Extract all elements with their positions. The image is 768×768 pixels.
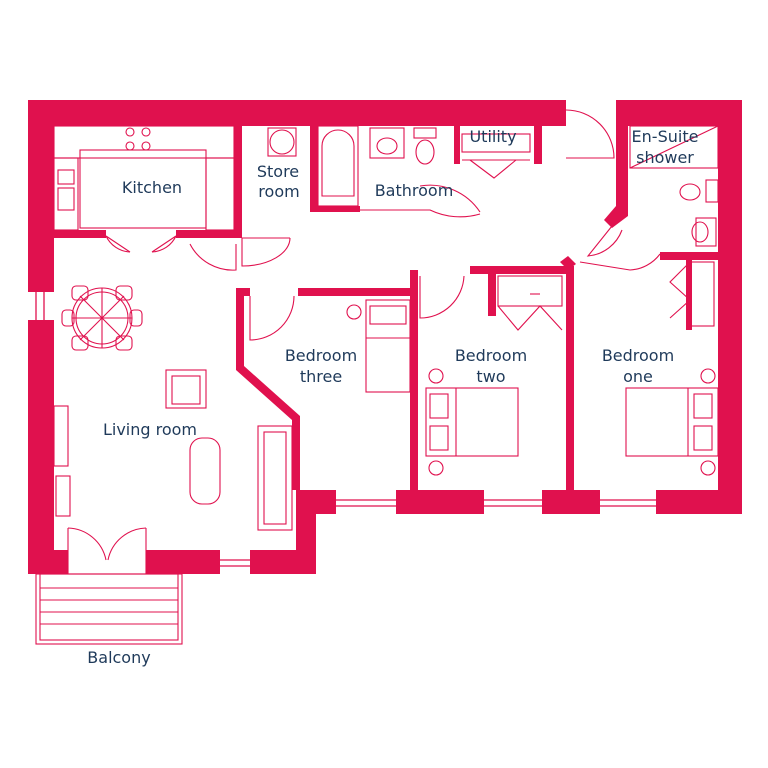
label-kitchen: Kitchen	[122, 178, 182, 197]
wall-left-upper	[28, 100, 54, 292]
wall-bottom-bed2	[396, 490, 484, 514]
interior-walls	[54, 126, 576, 490]
wall-bed3-diag	[236, 288, 300, 490]
label-en-suite-line2: shower	[636, 148, 694, 167]
wall-right	[718, 100, 742, 514]
wall-utility-right	[534, 126, 542, 164]
wall-bed3-top	[298, 288, 416, 296]
wall-bed2-bed1	[566, 266, 574, 490]
wall-bed2-top-right	[470, 266, 566, 274]
label-store-room-line2: room	[258, 182, 299, 201]
label-en-suite-line1: En-Suite	[632, 127, 699, 146]
label-bedroom-three-line2: three	[300, 367, 342, 386]
label-bedroom-three-line1: Bedroom	[285, 346, 357, 365]
label-bedroom-one-line1: Bedroom	[602, 346, 674, 365]
wall-kitchen-store	[234, 126, 242, 238]
wall-bottom-living-left	[28, 550, 68, 574]
wall-kitchen-bottom-right	[176, 230, 242, 238]
wall-bottom-living-mid	[146, 550, 220, 574]
label-bedroom-one-line2: one	[623, 367, 653, 386]
label-store-room-line1: Store	[257, 162, 299, 181]
label-utility: Utility	[469, 127, 516, 146]
wall-ensuite-diag	[604, 206, 628, 228]
label-bedroom-two-line1: Bedroom	[455, 346, 527, 365]
wall-bottom-bed1-left	[542, 490, 600, 514]
wall-bed1-wardrobe-top	[660, 252, 720, 260]
wall-ensuite-left	[616, 100, 628, 216]
wall-bottom-bed1	[656, 490, 742, 514]
wall-bath-bottom	[310, 206, 360, 212]
fixtures	[35, 109, 719, 645]
wall-bed2-wardrobe-left	[488, 272, 496, 316]
room-labels: Kitchen Store room Bathroom Utility En-S…	[87, 127, 698, 667]
wall-kitchen-bottom-left	[54, 230, 106, 238]
wall-bed3-bed2	[410, 270, 418, 490]
label-bedroom-two-line2: two	[476, 367, 505, 386]
label-bathroom: Bathroom	[375, 181, 454, 200]
label-balcony: Balcony	[87, 648, 150, 667]
wall-top-left	[28, 100, 566, 126]
wall-bed1-wardrobe	[686, 256, 692, 330]
label-living-room: Living room	[103, 420, 197, 439]
wall-utility-left	[454, 126, 460, 164]
wall-living-right-lower	[296, 490, 316, 574]
wall-store-bath	[310, 126, 318, 212]
wall-left-lower	[28, 320, 54, 574]
walls	[28, 100, 742, 574]
